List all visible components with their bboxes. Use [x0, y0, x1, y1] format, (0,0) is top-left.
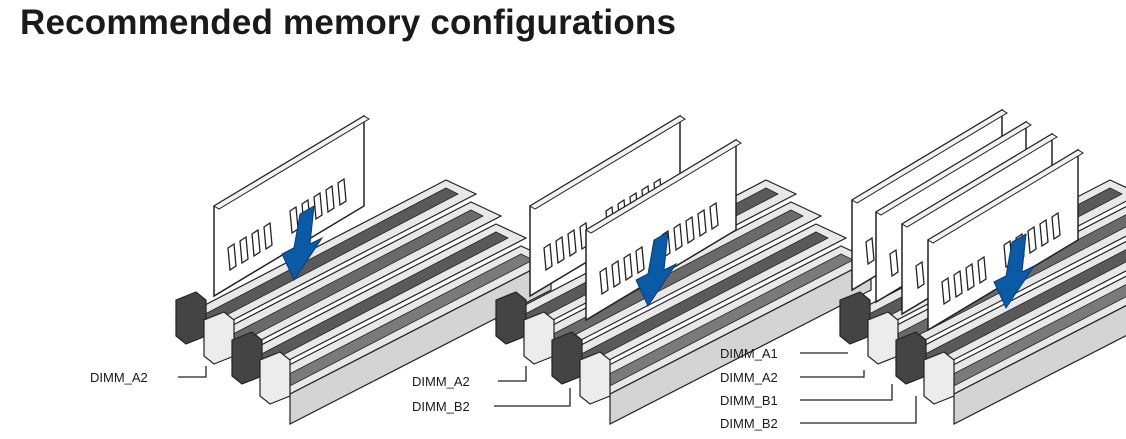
config-2-illustration — [494, 115, 872, 425]
config-3-label-a1: DIMM_A1 — [720, 346, 778, 361]
page-title: Recommended memory configurations — [20, 3, 677, 42]
config-3-label-a2: DIMM_A2 — [720, 370, 778, 385]
config-1-label-a2: DIMM_A2 — [90, 370, 148, 385]
config-2-label-a2: DIMM_A2 — [412, 374, 470, 389]
config-2-label-b2: DIMM_B2 — [412, 399, 470, 414]
config-3-label-b2: DIMM_B2 — [720, 416, 778, 431]
config-1-illustration — [175, 115, 552, 425]
config-3-label-b1: DIMM_B1 — [720, 393, 778, 408]
config-3-illustration — [800, 109, 1126, 425]
